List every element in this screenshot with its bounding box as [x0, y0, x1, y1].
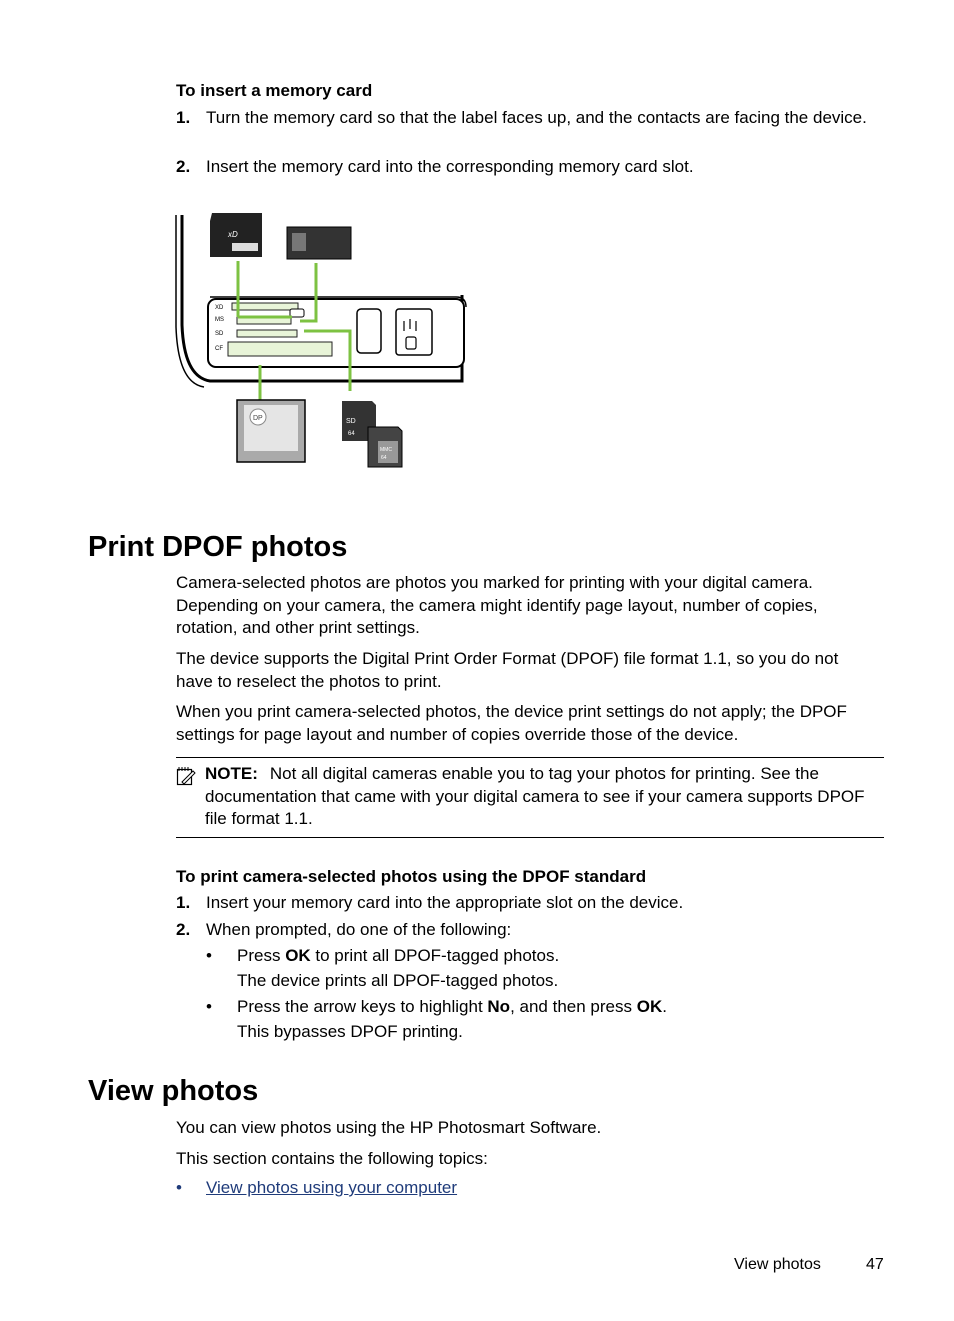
- slot-panel-edge: [210, 296, 467, 308]
- footer-page-number: 47: [866, 1256, 884, 1273]
- footer-section: View photos: [734, 1256, 821, 1273]
- dpof-paragraph-3: When you print camera-selected photos, t…: [176, 702, 847, 744]
- step-number: 2.: [176, 157, 191, 176]
- step-text: When prompted, do one of the following:: [206, 920, 512, 939]
- step-number: 1.: [176, 893, 191, 912]
- slot-label-sd: SD: [215, 331, 224, 337]
- bullet: •: [206, 946, 212, 965]
- note-box: NOTE:Not all digital cameras enable you …: [205, 763, 885, 831]
- sd-card-logo: SD: [346, 418, 356, 425]
- link-view-photos-computer[interactable]: View photos using your computer: [206, 1178, 458, 1197]
- dpof-paragraph-1: Camera-selected photos are photos you ma…: [176, 573, 818, 637]
- slot-label-ms: MS: [215, 317, 224, 323]
- step-number: 2.: [176, 920, 191, 939]
- memory-card-slot-figure: XD MS SD CF xD DP SD 64 MMC 64: [175, 213, 467, 468]
- arrow-sd: [304, 329, 352, 391]
- procedure-title-dpof: To print camera-selected photos using th…: [176, 867, 647, 886]
- cf-card-logo-text: DP: [253, 415, 263, 422]
- wireless-icon: [403, 319, 417, 331]
- lock-icon: [405, 336, 417, 350]
- slot-label-cf: CF: [215, 346, 223, 352]
- arrow-ms: [300, 263, 318, 323]
- step-text: Turn the memory card so that the label f…: [206, 108, 867, 127]
- slot-sd: [236, 329, 298, 338]
- xd-card-label: [232, 243, 258, 251]
- view-paragraph-1: You can view photos using the HP Photosm…: [176, 1118, 602, 1137]
- option-text: Press OK to print all DPOF-tagged photos…: [237, 946, 560, 965]
- mmc-card-logo: MMC: [380, 447, 392, 453]
- dpof-paragraph-2: The device supports the Digital Print Or…: [176, 649, 839, 691]
- note-bottom-rule: [176, 837, 884, 838]
- note-text: Not all digital cameras enable you to ta…: [205, 764, 865, 828]
- note-top-rule: [176, 757, 884, 758]
- device-outline: [180, 215, 464, 383]
- heading-view-photos: View photos: [88, 1075, 259, 1107]
- mmc-card-size: 64: [381, 455, 387, 461]
- cf-card-logo: [249, 408, 267, 426]
- panel-button: [356, 308, 382, 354]
- procedure-title-insert: To insert a memory card: [176, 81, 373, 100]
- indicator-light: [289, 308, 305, 318]
- step-text: Insert the memory card into the correspo…: [206, 157, 694, 176]
- step-number: 1.: [176, 108, 191, 127]
- note-label: NOTE:: [205, 764, 258, 783]
- step-text: Insert your memory card into the appropr…: [206, 893, 684, 912]
- topic-bullet: •: [176, 1178, 182, 1197]
- memory-stick-card: [286, 226, 352, 260]
- option-result: This bypasses DPOF printing.: [237, 1022, 463, 1041]
- view-paragraph-2: This section contains the following topi…: [176, 1149, 488, 1168]
- mmc-card-label: [378, 441, 398, 463]
- wireless-panel: [395, 308, 433, 356]
- device-outline-inner: [175, 215, 205, 388]
- sd-card-size: 64: [348, 431, 355, 437]
- option-text: Press the arrow keys to highlight No, an…: [237, 997, 667, 1016]
- memory-stick-contacts: [292, 233, 306, 251]
- bullet: •: [206, 997, 212, 1016]
- note-icon: [176, 767, 196, 786]
- slot-cf: [227, 341, 333, 357]
- slot-xd: [231, 302, 299, 311]
- slot-label-xd: XD: [215, 305, 224, 311]
- xd-card-logo: xD: [227, 230, 238, 239]
- option-result: The device prints all DPOF-tagged photos…: [237, 971, 559, 990]
- heading-print-dpof: Print DPOF photos: [88, 531, 348, 563]
